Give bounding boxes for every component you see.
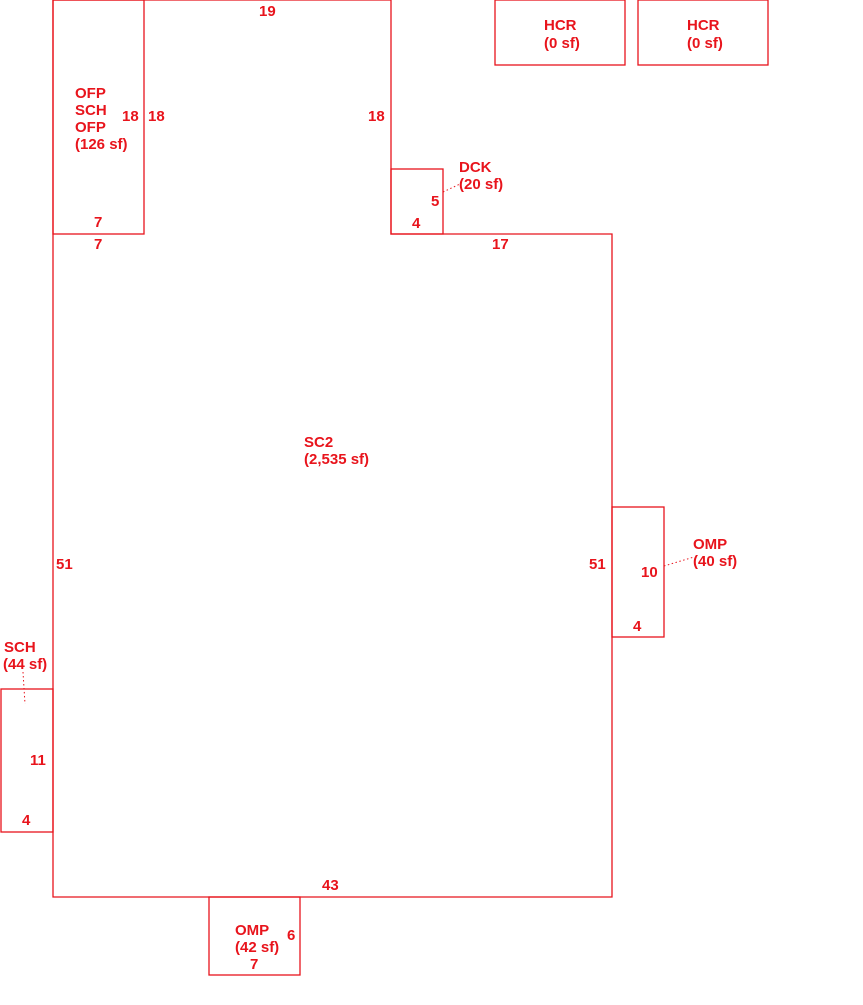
- dim-shed-height: 11: [30, 752, 46, 769]
- shed-left-code: SCH: [4, 639, 36, 656]
- hcr-1-size: (0 sf): [544, 35, 580, 52]
- porch-right-size: (40 sf): [693, 553, 737, 570]
- dim-top-left-inner-height: 18: [122, 108, 139, 125]
- dim-upper-right-width: 17: [492, 236, 509, 253]
- deck-leader-line: [442, 183, 461, 193]
- main-building-outline: [52, 0, 613, 898]
- top-left-area-code-1: OFP: [75, 85, 106, 102]
- porch-bottom-outline: [208, 896, 301, 976]
- deck-code: DCK: [459, 159, 492, 176]
- dim-right-height: 51: [589, 556, 606, 573]
- porch-right-code: OMP: [693, 536, 727, 553]
- shed-left-size: (44 sf): [3, 656, 47, 673]
- deck-outline: [390, 168, 444, 235]
- hcr-2-outline: [637, 0, 769, 66]
- dim-porch-bottom-height: 6: [287, 927, 295, 944]
- top-left-area-code-2: SCH: [75, 102, 107, 119]
- dim-porch-right-height: 10: [641, 564, 658, 581]
- main-area-size: (2,535 sf): [304, 451, 369, 468]
- top-left-area-code-3: OFP: [75, 119, 106, 136]
- hcr-2-size: (0 sf): [687, 35, 723, 52]
- dim-top-left-outer-height: 18: [148, 108, 165, 125]
- dim-deck-width: 4: [412, 215, 421, 232]
- dim-porch-bottom-width: 7: [250, 956, 258, 973]
- porch-right-outline: [611, 506, 665, 638]
- dim-top-left-inner-width: 7: [94, 214, 102, 231]
- deck-size: (20 sf): [459, 176, 503, 193]
- dim-shed-width: 4: [22, 812, 31, 829]
- top-left-area-size: (126 sf): [75, 136, 128, 153]
- dim-porch-right-width: 4: [633, 618, 642, 635]
- porch-bottom-code: OMP: [235, 922, 269, 939]
- dim-deck-height: 5: [431, 193, 439, 210]
- main-area-code: SC2: [304, 434, 333, 451]
- dim-right-upper-height: 18: [368, 108, 385, 125]
- dim-top-width: 19: [259, 3, 276, 20]
- porch-bottom-size: (42 sf): [235, 939, 279, 956]
- dim-left-height: 51: [56, 556, 73, 573]
- shed-left-outline: [0, 688, 54, 833]
- hcr-1-code: HCR: [544, 17, 577, 34]
- porch-right-leader-line: [663, 556, 695, 567]
- dim-bottom-width: 43: [322, 877, 339, 894]
- hcr-1-outline: [494, 0, 626, 66]
- hcr-2-code: HCR: [687, 17, 720, 34]
- top-left-area-outline: [52, 0, 145, 235]
- shed-leader-line: [22, 671, 26, 705]
- dim-top-left-bottom-width: 7: [94, 236, 102, 253]
